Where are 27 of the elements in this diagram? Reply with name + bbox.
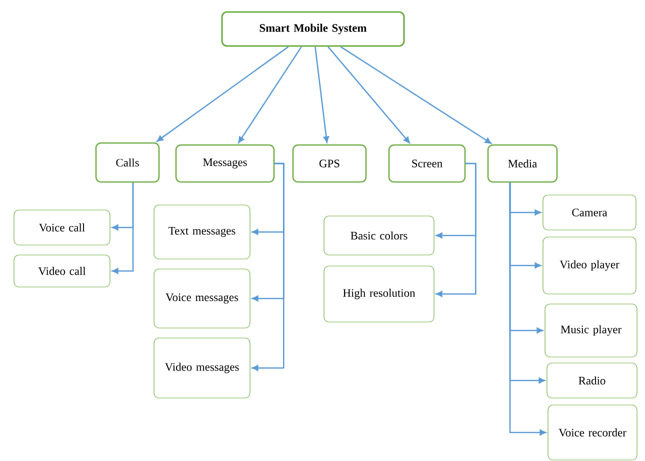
category-box: Calls (95, 142, 160, 183)
feature-box: Voice recorder (548, 404, 638, 460)
feature-box: Video call (14, 254, 110, 288)
feature-box: Video player (542, 236, 636, 294)
category-box: GPS (292, 144, 367, 183)
arrow (340, 46, 492, 144)
arrow (314, 46, 330, 143)
arrow (238, 46, 302, 144)
feature-box: High resolution (324, 266, 434, 322)
feature-box: Camera (542, 194, 636, 230)
arrow (156, 46, 289, 142)
arrow (328, 46, 410, 144)
feature-box: Video messages (154, 338, 250, 398)
feature-box: Text messages (154, 204, 250, 260)
feature-box: Music player (544, 304, 638, 358)
feature-box: Voice call (14, 210, 110, 246)
feature-box: Voice messages (154, 268, 250, 328)
feature-box: Basic colors (324, 216, 434, 256)
arrow (112, 182, 134, 274)
arrow (436, 162, 476, 297)
title-box: Smart Mobile System (221, 11, 405, 47)
category-box: Messages (175, 144, 275, 183)
arrow (509, 182, 546, 436)
category-box: Media (487, 144, 558, 183)
arrow (252, 162, 284, 371)
feature-box: Radio (546, 362, 638, 398)
category-box: Screen (388, 144, 466, 183)
